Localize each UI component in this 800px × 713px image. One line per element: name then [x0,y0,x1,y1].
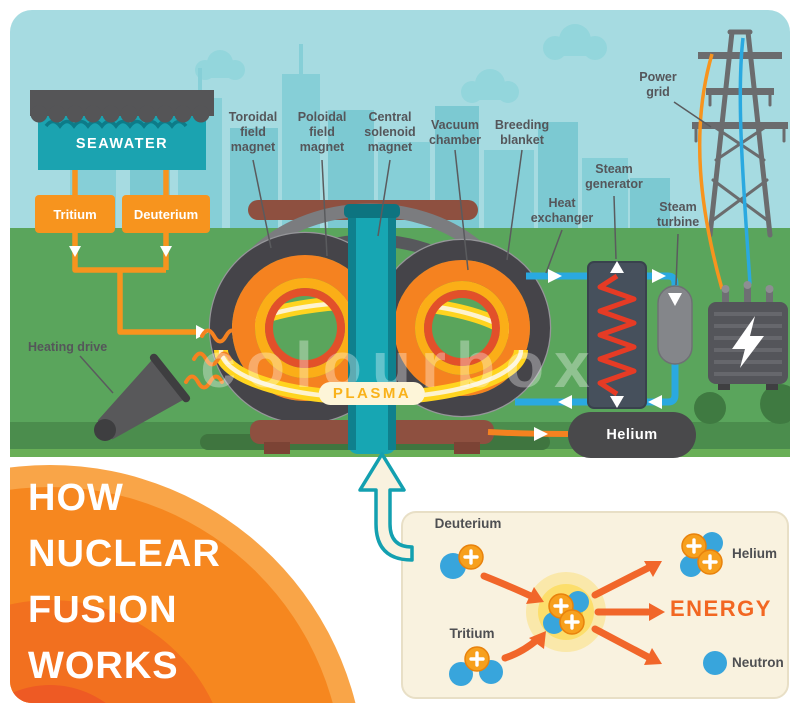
plus-icon [702,554,718,570]
reaction-helium-label: Helium [732,546,778,561]
cloud-icon [461,69,519,103]
arrow-down-icon [610,396,624,408]
heading-line: NUCLEAR [28,533,221,575]
heating-waves-icon [184,328,240,390]
arrow-head-icon [649,603,665,621]
heating-drive-device [94,353,191,441]
arrow-down-icon [160,246,172,257]
seawater-title: SEAWATER [75,136,169,152]
deuterium-box [122,195,210,233]
arrow-right-icon [548,269,562,283]
steam-turbine-unit [657,285,693,365]
callout-toroidal-field-magnet: Toroidal field magnet [228,110,278,154]
panel-to-reactor-arrow-icon [358,452,414,562]
callout-steam-turbine: Steam turbine [656,200,700,229]
arrow-head-icon [644,561,662,577]
pipe-flow-arrows [548,269,682,409]
heating-cone [97,357,187,440]
plus-icon [463,549,479,565]
helium-exhaust [487,412,696,458]
bushes [694,384,790,424]
steam-generator-unit [587,261,647,409]
reaction-arrowheads [526,561,665,665]
power-line-blue [738,37,752,285]
plus-icon [686,538,702,554]
arrow-down-icon [69,246,81,257]
heading-line: WORKS [28,645,179,687]
reaction-deuterium-label: Deuterium [434,516,502,531]
central-solenoid-column [344,204,400,454]
heading-line: HOW [28,477,124,519]
base-foot [264,442,290,454]
neutron-particle [703,651,727,675]
arrow-head-icon [644,648,662,665]
base-foot [454,442,480,454]
callout-heating-drive: Heating drive [28,340,108,354]
deuterium-label: Deuterium [133,207,199,222]
fuel-pipes [72,170,198,335]
coolant-pipes [515,272,679,406]
neutron-particle [449,662,473,686]
pipe-cold-leg [515,362,679,406]
helium-tank [568,412,696,458]
helium-pipe [487,429,569,437]
cloud-icon [543,24,607,60]
pipe-hot-leg [526,272,679,288]
arrow-right-icon [534,427,548,441]
plus-icon [553,598,569,614]
neutron-particle [680,555,702,577]
arrow-head-icon [529,631,546,649]
fusion-reaction-art [440,532,727,686]
plasma-badge: PLASMA [318,382,426,405]
roof-scallops [30,105,210,123]
infographic-canvas: colourbox SEAWATER Tritium Deuterium Tor… [10,10,790,703]
corner-arcs [10,465,356,703]
callout-poloidal-field-magnet: Poloidal field magnet [297,110,347,154]
arrow-right-icon [652,269,666,283]
transformer-unit [708,281,788,390]
plus-icon [469,651,485,667]
power-lines [697,37,752,290]
lightning-bolt-icon [732,316,764,368]
heat-coil-icon [597,273,637,397]
arrow-up-icon [610,261,624,273]
callout-breeding-blanket: Breeding blanket [494,118,550,147]
plus-icon [564,614,580,630]
reaction-tritium-label: Tritium [449,626,495,641]
poster-heading: HOW NUCLEAR FUSION WORKS [28,470,221,694]
arrow-left-icon [558,395,572,409]
water-wave-icon [44,119,188,129]
reaction-energy-label: ENERGY [670,596,772,621]
callout-central-solenoid-magnet: Central solenoid magnet [364,110,416,154]
arrow-down-icon [668,293,682,306]
heading-line: FUSION [28,589,178,631]
tritium-box [35,195,115,233]
tritium-label: Tritium [53,207,97,222]
callout-heat-exchanger: Heat exchanger [530,196,594,225]
callout-power-grid: Power grid [639,70,677,99]
callout-leader-lines [79,101,712,394]
power-line-orange [697,53,724,290]
arrow-head-icon [526,587,544,604]
callout-steam-generator: Steam generator [585,162,643,191]
seawater-plant [30,90,214,339]
callout-vacuum-chamber: Vacuum chamber [428,118,482,147]
arrow-left-icon [648,395,662,409]
reaction-neutron-label: Neutron [732,655,784,670]
particles [440,532,727,686]
helium-tank-label: Helium [606,427,658,443]
